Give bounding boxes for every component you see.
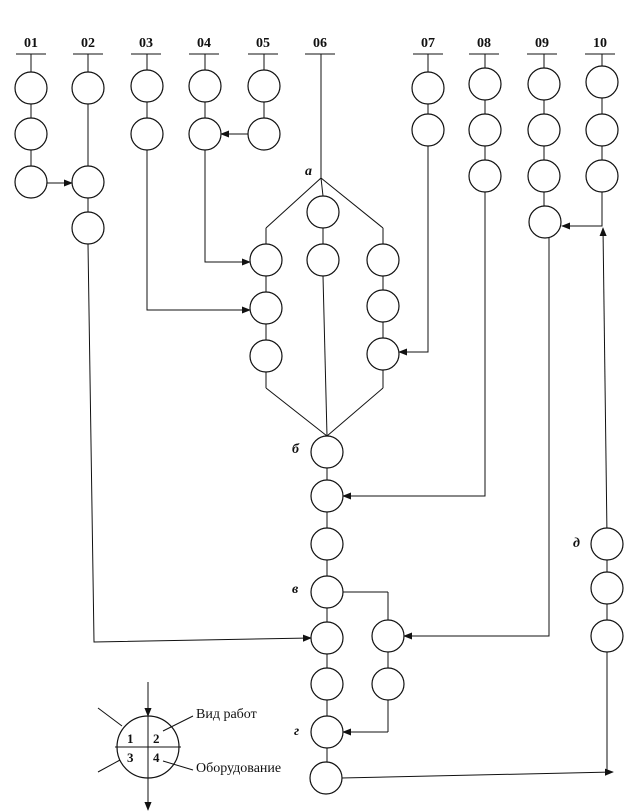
arrow-09-to-branch bbox=[403, 238, 550, 640]
node-10-2 bbox=[585, 113, 619, 147]
tag-g: г bbox=[294, 724, 300, 739]
legend-leader-2 bbox=[162, 715, 194, 732]
node-trunk-2 bbox=[310, 479, 344, 513]
node-branch-2 bbox=[371, 667, 405, 701]
node-07-1 bbox=[411, 71, 445, 105]
arrow-d-to-10 bbox=[599, 227, 608, 537]
tag-b: б bbox=[292, 442, 299, 457]
tag-a: а bbox=[305, 164, 312, 179]
arrow-10-to-09 bbox=[561, 192, 603, 230]
column-label-02: 02 bbox=[81, 36, 95, 51]
node-g bbox=[310, 715, 344, 749]
node-branch-1 bbox=[371, 619, 405, 653]
node-b bbox=[310, 435, 344, 469]
column-label-06: 06 bbox=[313, 36, 327, 51]
node-08-2 bbox=[468, 113, 502, 147]
node-final bbox=[309, 761, 343, 795]
legend-leader-4 bbox=[162, 760, 194, 771]
node-10-1 bbox=[585, 65, 619, 99]
node-d bbox=[590, 527, 624, 561]
node-a-left-2 bbox=[249, 291, 283, 325]
node-trunk-3 bbox=[310, 527, 344, 561]
node-01-2 bbox=[14, 117, 48, 151]
node-05-2 bbox=[247, 117, 281, 151]
node-09-2 bbox=[527, 113, 561, 147]
node-d-3 bbox=[590, 619, 624, 653]
node-08-3 bbox=[468, 159, 502, 193]
node-a-middle-1 bbox=[306, 195, 340, 229]
node-09-3 bbox=[527, 159, 561, 193]
node-d-2 bbox=[590, 571, 624, 605]
node-a-left-3 bbox=[249, 339, 283, 373]
node-01-3 bbox=[14, 165, 48, 199]
node-08-1 bbox=[468, 67, 502, 101]
node-02-1 bbox=[71, 71, 105, 105]
node-a-left-1 bbox=[249, 243, 283, 277]
node-trunk-6 bbox=[310, 667, 344, 701]
legend-quadrant-4: 4 bbox=[153, 750, 160, 765]
legend-leader-1 bbox=[97, 707, 123, 727]
column-label-07: 07 bbox=[421, 36, 435, 51]
node-02-3 bbox=[71, 211, 105, 245]
legend-quadrant-3: 3 bbox=[127, 750, 134, 765]
arrow-08-to-trunk bbox=[342, 192, 486, 500]
arrow-07-to-a bbox=[398, 146, 429, 356]
arrow-02-to-trunk bbox=[87, 243, 312, 643]
node-05-1 bbox=[247, 69, 281, 103]
node-v bbox=[310, 575, 344, 609]
arrow-03-to-a bbox=[146, 150, 251, 314]
node-07-2 bbox=[411, 113, 445, 147]
tag-d: д bbox=[573, 536, 580, 551]
node-a-right-1 bbox=[366, 243, 400, 277]
node-03-1 bbox=[130, 69, 164, 103]
column-label-04: 04 bbox=[197, 36, 211, 51]
tag-v: в bbox=[292, 582, 299, 597]
column-label-01: 01 bbox=[24, 36, 38, 51]
arrow-final-to-d bbox=[340, 768, 614, 779]
column-label-10: 10 bbox=[593, 36, 607, 51]
node-02-2 bbox=[71, 165, 105, 199]
column-label-08: 08 bbox=[477, 36, 491, 51]
node-01-1 bbox=[14, 71, 48, 105]
legend-equipment-label: Оборудование bbox=[196, 761, 282, 776]
arrow-04-to-a bbox=[204, 150, 251, 266]
node-a-right-2 bbox=[366, 289, 400, 323]
legend-leader-3 bbox=[97, 759, 121, 773]
node-a-middle-2 bbox=[306, 243, 340, 277]
node-09-1 bbox=[527, 67, 561, 101]
column-label-05: 05 bbox=[256, 36, 270, 51]
node-03-2 bbox=[130, 117, 164, 151]
node-09-4 bbox=[528, 205, 562, 239]
legend-work-type-label: Вид работ bbox=[196, 707, 257, 722]
column-label-09: 09 bbox=[535, 36, 549, 51]
node-04-1 bbox=[188, 69, 222, 103]
node-a-right-3 bbox=[366, 337, 400, 371]
legend-quadrant-2: 2 bbox=[153, 731, 160, 746]
column-label-03: 03 bbox=[139, 36, 153, 51]
node-04-2 bbox=[188, 117, 222, 151]
legend-quadrant-1: 1 bbox=[127, 731, 134, 746]
node-10-3 bbox=[585, 159, 619, 193]
node-trunk-5 bbox=[310, 621, 344, 655]
